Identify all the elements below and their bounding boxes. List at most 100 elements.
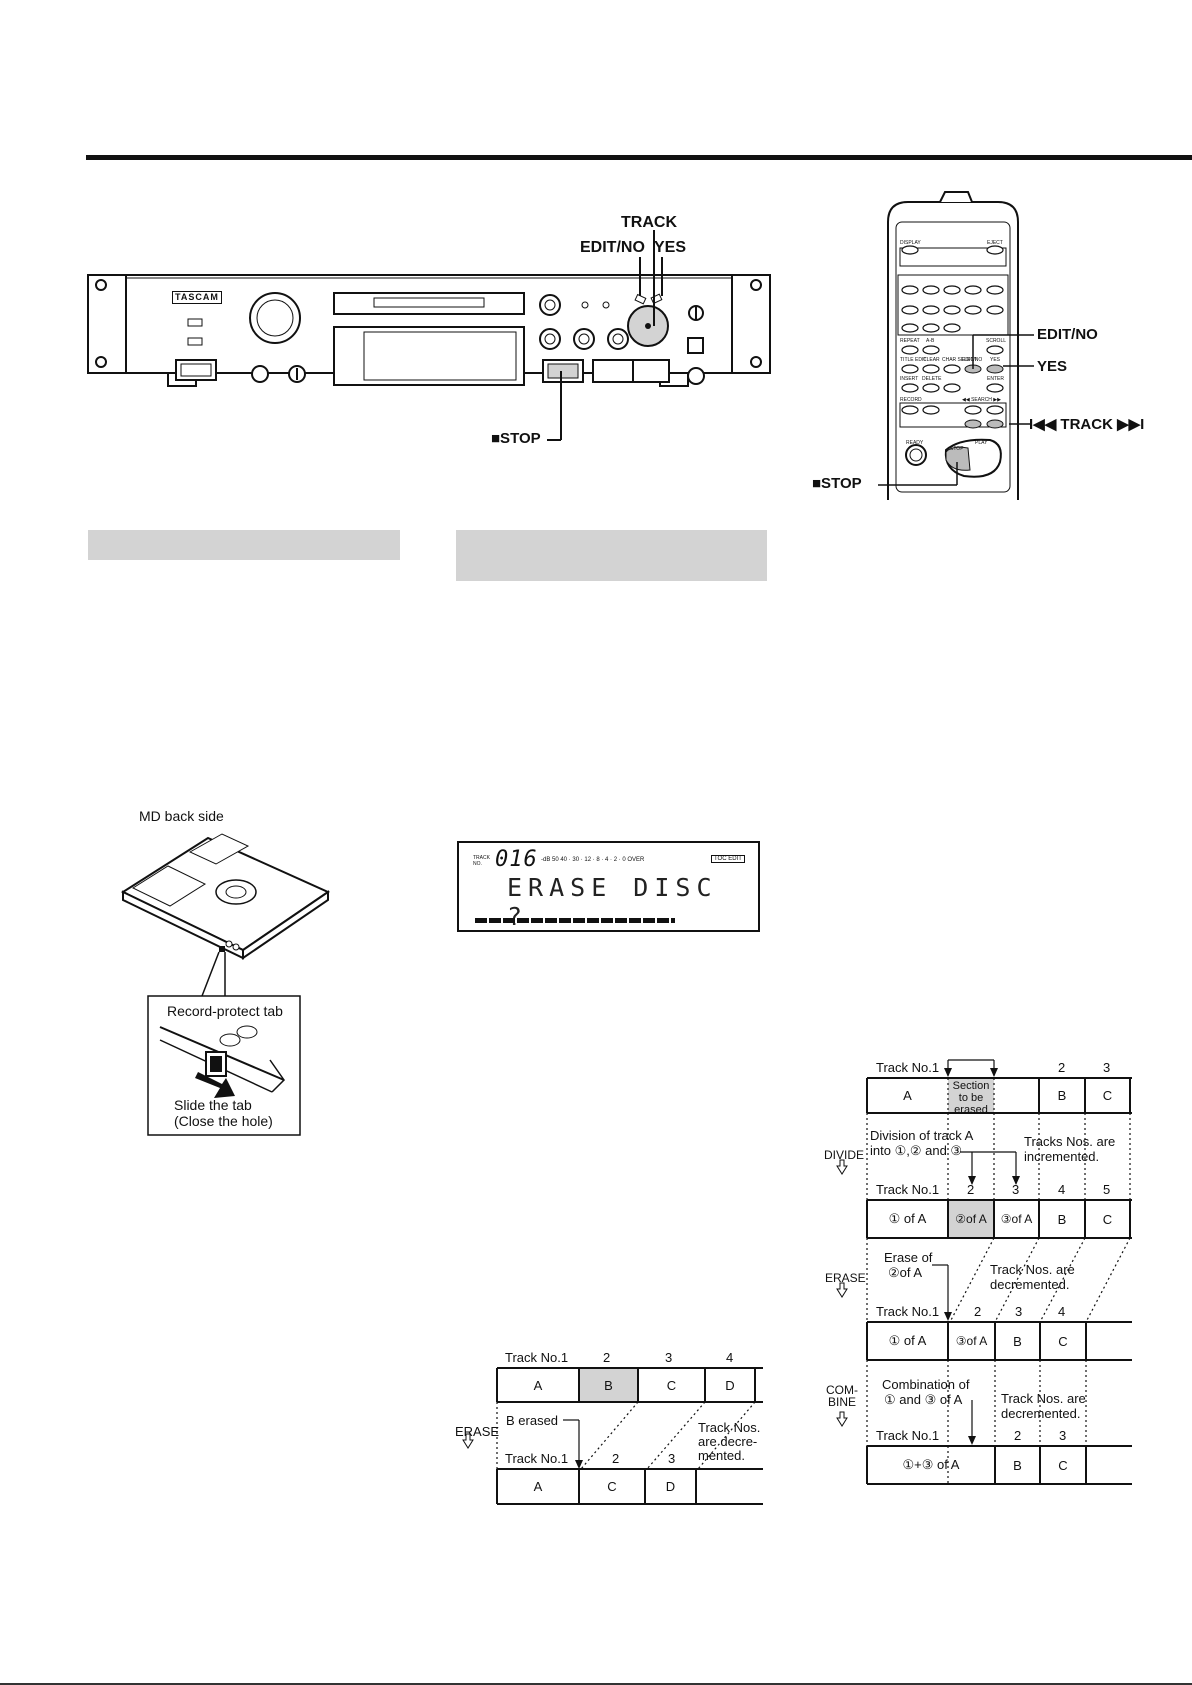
section-line-2: to be [958,1092,984,1104]
erase-note-left: B erased [506,1413,559,1428]
remote-label-stop: ■STOP [812,475,862,492]
erase-note-right-1: Track Nos. [698,1420,761,1435]
divide-note-right-2: incremented. [1024,1149,1100,1164]
remote-key-stop: STOP [950,446,964,452]
lcd-toc-badge: TOC EDIT [711,855,745,863]
edit-erase-cell-3: ③of A [955,1334,988,1348]
combine-track-label: Track No.1 [876,1428,940,1443]
erase-top-num-2: 2 [603,1350,611,1365]
remote-key-ready: READY [906,440,924,446]
erase-top-cell-c: C [666,1377,677,1393]
combine-note-right-1: Track Nos. are [1001,1391,1086,1406]
remote-key-clear: CLEAR [923,357,940,363]
erase-bottom-track-label: Track No.1 [505,1451,569,1466]
divide-num-2: 2 [967,1182,975,1197]
erase-bottom-num-2: 2 [612,1451,620,1466]
remote-label-track: I◀◀ TRACK ▶▶I [1029,416,1145,433]
lcd-display: TRACK NO. 016 -dB 50 40 · 30 · 12 · 8 · … [457,841,760,932]
bottom-rule [0,1683,1192,1685]
remote-label-edit-no: EDIT/NO [1037,326,1098,343]
remote-key-edit-no: EDIT/NO [962,357,983,363]
divide-cell-b: B [1057,1211,1067,1227]
erase-note-right-2: are decre- [698,1434,758,1449]
erase-top-track-label: Track No.1 [505,1350,569,1365]
combine-note-left-2: ① and ③ of A [884,1392,963,1407]
erase-action: ERASE [455,1424,500,1439]
remote-key-play: PLAY [975,440,988,446]
remote-key-scroll: SCROLL [986,338,1007,344]
divide-note-left-2: into ①,② and ③ [870,1143,963,1158]
divide-cell-1: ① of A [888,1211,927,1226]
remote-key-char-select: CHAR SELECT [942,357,978,363]
edit-row1-section: Section to be erased [948,1080,994,1116]
edit-row1-cell-b: B [1057,1088,1067,1103]
edit-erase-note-right-2: decremented. [990,1277,1070,1292]
remote-key-a-b: A-B [926,338,935,344]
divide-cell-c: C [1102,1211,1113,1227]
combine-cell-b: B [1013,1457,1022,1473]
remote-key-record: RECORD [900,397,922,403]
remote-key-enter: ENTER [987,376,1004,382]
edit-erase-note-right-1: Track Nos. are [990,1262,1075,1277]
lcd-message: ERASE DISC ? [507,873,718,931]
edit-row1-num-2: 2 [1058,1060,1066,1075]
lcd-track-number: 016 [495,847,538,872]
divide-note-left-1: Division of track A [870,1128,974,1143]
remote-key-search: ◀◀ SEARCH ▶▶ [962,397,1001,403]
divide-note-right-1: Tracks Nos. are [1024,1134,1116,1149]
section-header-bar-left [88,530,400,560]
brand-logo: TASCAM [172,291,222,304]
edit-erase-track-label: Track No.1 [876,1304,940,1319]
edit-row1-cell-a: A [903,1088,912,1103]
erase-top-num-3: 3 [665,1350,673,1365]
edit-row1-cell-c: C [1102,1088,1113,1103]
remote-key-repeat: REPEAT [900,338,920,344]
lcd-meter: -dB 50 40 · 30 · 12 · 8 · 4 · 2 · 0 OVER [541,857,645,863]
combine-action-line-2: BINE [827,1395,856,1409]
edit-row1-num-3: 3 [1103,1060,1111,1075]
erase-top-cell-a: A [533,1377,543,1393]
section-line-3: erased [954,1104,988,1116]
erase-bottom-cell-d: D [665,1479,676,1494]
section-line-1: Section [952,1080,990,1092]
md-caption: MD back side [139,808,224,824]
combine-num-3: 3 [1059,1428,1067,1443]
combine-cell-1-3: ①+③ of A [902,1457,960,1472]
erase-bottom-num-3: 3 [668,1451,676,1466]
remote-key-title-edit: TITLE EDIT [900,357,927,363]
remote-key-delete: DELETE [922,376,942,382]
divide-num-5: 5 [1103,1182,1111,1197]
erase-bottom-cell-a: A [533,1479,543,1494]
top-rule [86,155,1192,160]
remote-key-yes: YES [990,357,1001,363]
lcd-track-label: TRACK NO. [473,855,490,867]
divide-cell-3: ③of A [1000,1212,1033,1226]
divide-num-4: 4 [1058,1182,1066,1197]
remote-label-yes: YES [1037,358,1068,375]
edit-erase-cell-1: ① of A [888,1333,927,1348]
label-track: TRACK [621,214,677,231]
combine-num-2: 2 [1014,1428,1022,1443]
erase-top-cell-b: B [604,1377,613,1393]
edit-erase-cell-b: B [1013,1333,1022,1349]
erase-top-num-4: 4 [726,1350,734,1365]
slide-tab-line1: Slide the tab [174,1097,252,1113]
edit-row1-track-label: Track No.1 [876,1060,940,1075]
label-stop: ■STOP [491,430,541,447]
lcd-segment-bar [475,918,675,923]
divide-cell-2: ②of A [955,1212,987,1226]
erase-bottom-cell-c: C [607,1479,617,1494]
remote-key-display: DISPLAY [900,240,921,246]
edit-erase-num-2: 2 [974,1304,982,1319]
erase-note-right-3: mented. [698,1448,745,1463]
edit-erase-num-3: 3 [1015,1304,1023,1319]
label-edit-no: EDIT/NO [580,239,645,256]
edit-erase-num-4: 4 [1058,1304,1066,1319]
combine-action-line-1: COM- [826,1383,858,1397]
edit-erase-action: ERASE [825,1271,866,1285]
remote-key-insert: INSERT [900,376,919,382]
label-yes: YES [654,239,687,256]
